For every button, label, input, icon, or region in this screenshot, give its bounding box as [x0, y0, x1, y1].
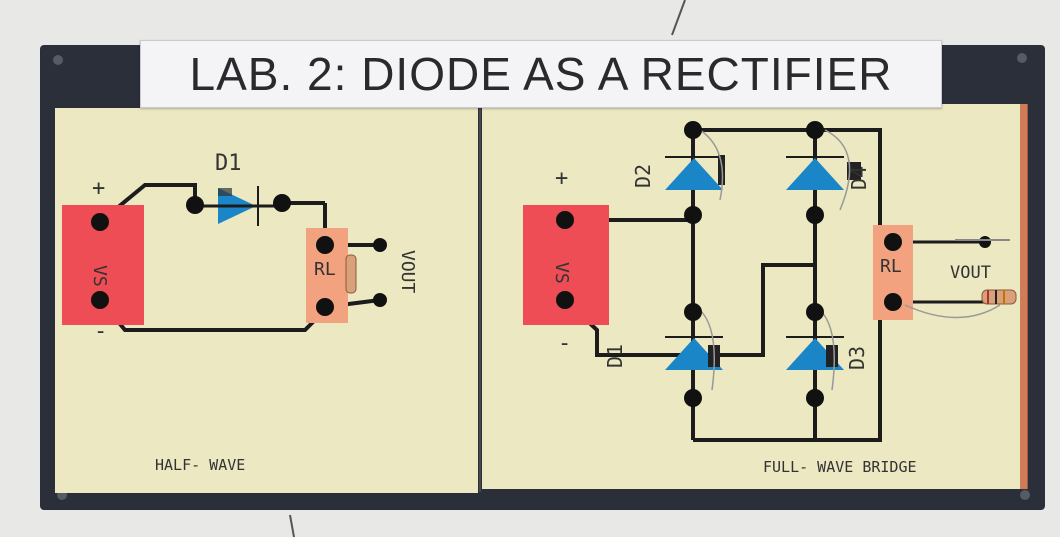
diode-label-d4: D4 — [847, 166, 871, 190]
minus-sign: - — [94, 319, 107, 344]
mount-screw — [1017, 53, 1027, 63]
diode-component — [218, 188, 232, 196]
output-label: VOUT — [397, 250, 418, 294]
terminal-post — [884, 233, 902, 251]
terminal-post — [316, 236, 334, 254]
minus-sign: - — [558, 331, 571, 356]
half-wave-caption: HALF- WAVE — [155, 456, 245, 474]
diode-component — [847, 162, 861, 180]
source-label: VS — [551, 262, 572, 284]
terminal-post — [556, 211, 574, 229]
terminal-post — [806, 303, 824, 321]
probe-post — [979, 236, 991, 248]
terminal-post — [806, 206, 824, 224]
terminal-post — [316, 298, 334, 316]
terminal-post — [273, 194, 291, 212]
trace — [693, 128, 882, 442]
terminal-post — [884, 293, 902, 311]
half-wave-circuit: + - D1 RL VS VOUT HALF- WAVE — [62, 151, 418, 474]
plus-sign: + — [555, 166, 568, 191]
terminal-post — [186, 196, 204, 214]
plus-sign: + — [92, 176, 105, 201]
full-wave-caption: FULL- WAVE BRIDGE — [763, 458, 917, 476]
probe-post — [373, 238, 387, 252]
terminal-post — [684, 121, 702, 139]
full-wave-circuit: + - VS RL VOUT D1 D2 D3 D4 FULL- WAVE BR… — [523, 121, 1017, 476]
diode-d2-symbol — [665, 158, 723, 190]
terminal-post — [684, 206, 702, 224]
load-label: RL — [880, 256, 902, 277]
lab-title: LAB. 2: DIODE AS A RECTIFIER — [140, 40, 942, 108]
diode-label: D1 — [215, 151, 242, 176]
output-label: VOUT — [950, 263, 991, 283]
mount-screw — [1020, 490, 1030, 500]
trace — [98, 183, 197, 224]
terminal-post — [556, 291, 574, 309]
terminal-post — [91, 291, 109, 309]
terminal-post — [806, 389, 824, 407]
probe-post — [373, 293, 387, 307]
terminal-post — [684, 389, 702, 407]
source-label: VS — [89, 265, 110, 287]
mount-screw — [53, 55, 63, 65]
terminal-post — [806, 121, 824, 139]
terminal-post — [684, 303, 702, 321]
load-label: RL — [314, 259, 336, 280]
diode-label-d1: D1 — [603, 344, 627, 368]
diode-d4-symbol — [786, 158, 844, 190]
terminal-post — [91, 213, 109, 231]
resistor-component — [345, 254, 357, 294]
diode-component — [826, 345, 838, 367]
resistor-component — [981, 289, 1017, 305]
diode-label-d2: D2 — [631, 164, 655, 188]
diode-label-d3: D3 — [845, 346, 869, 370]
